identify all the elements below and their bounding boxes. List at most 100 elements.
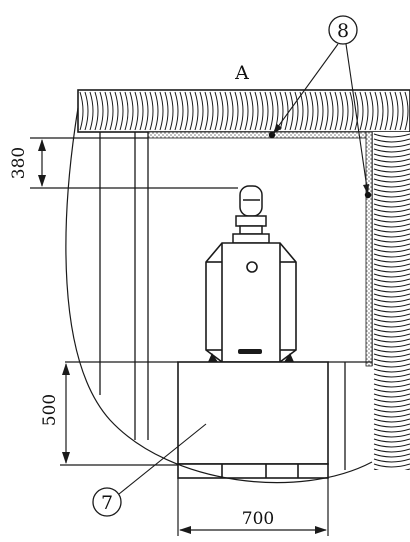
wall-hatch-stroke xyxy=(373,283,410,288)
wall-hatch-stroke xyxy=(373,423,410,428)
wall-hatch-stroke xyxy=(373,438,410,443)
wall-hatch-stroke xyxy=(279,91,284,131)
wall-hatch-stroke xyxy=(104,91,109,131)
wall-hatch-stroke xyxy=(194,91,199,131)
wall-hatch-stroke xyxy=(219,91,224,131)
wall-hatch-stroke xyxy=(179,91,184,131)
wall-hatch-stroke xyxy=(329,91,334,131)
wall-hatch-stroke xyxy=(373,458,410,463)
insulation-right xyxy=(365,131,373,367)
wall-hatch-stroke xyxy=(373,148,410,153)
wall-hatch-stroke xyxy=(373,203,410,208)
wall-hatch-stroke xyxy=(373,218,410,223)
wall-hatch-stroke xyxy=(373,313,410,318)
wall-hatch-stroke xyxy=(119,91,124,131)
wall-hatch-stroke xyxy=(373,328,410,333)
callout-8 xyxy=(271,15,369,196)
wall-hatch-stroke xyxy=(199,91,204,131)
wall-hatch-stroke xyxy=(373,303,410,308)
wall-hatch-stroke xyxy=(314,91,319,131)
wall-hatch-stroke xyxy=(349,91,354,131)
top-wall xyxy=(70,89,410,133)
wall-hatch-stroke xyxy=(373,288,410,293)
wall-hatch-stroke xyxy=(204,91,209,131)
wall-hatch-stroke xyxy=(384,91,389,131)
wall-hatch-stroke xyxy=(254,91,259,131)
insulation-top xyxy=(147,131,373,139)
wall-hatch-stroke xyxy=(373,433,410,438)
wall-hatch-stroke xyxy=(239,91,244,131)
wall-hatch-stroke xyxy=(324,91,329,131)
wall-hatch-stroke xyxy=(373,278,410,283)
wall-hatch-stroke xyxy=(373,213,410,218)
wall-hatch-stroke xyxy=(373,448,410,453)
wall-hatch-stroke xyxy=(373,268,410,273)
boiler-control-panel xyxy=(238,349,262,354)
wall-hatch-stroke xyxy=(373,463,410,468)
wall-label: A xyxy=(234,62,249,84)
wall-hatch-stroke xyxy=(373,363,410,368)
wall-hatch-stroke xyxy=(373,343,410,348)
wall-hatch-stroke xyxy=(134,91,139,131)
wall-hatch-stroke xyxy=(294,91,299,131)
wall-hatch-stroke xyxy=(373,188,410,193)
wall-hatch-stroke xyxy=(373,183,410,188)
right-wall xyxy=(371,132,410,470)
wall-hatch-stroke xyxy=(354,91,359,131)
wall-hatch-stroke xyxy=(284,91,289,131)
wall-hatch-stroke xyxy=(359,91,364,131)
wall-hatch-stroke xyxy=(373,398,410,403)
wall-hatch-stroke xyxy=(373,378,410,383)
wall-hatch-stroke xyxy=(189,91,194,131)
wall-hatch-stroke xyxy=(154,91,159,131)
wall-hatch-stroke xyxy=(184,91,189,131)
callout-7-number: 7 xyxy=(101,492,113,514)
wall-hatch-stroke xyxy=(373,443,410,448)
wall-hatch-stroke xyxy=(70,92,73,130)
wall-hatch-stroke xyxy=(373,158,410,163)
wall-hatch-stroke xyxy=(373,178,410,183)
wall-hatch-stroke xyxy=(84,91,89,131)
wall-hatch-stroke xyxy=(373,468,410,470)
wall-hatch-stroke xyxy=(269,91,274,131)
wall-hatch-stroke xyxy=(373,258,410,263)
boiler-foot-left xyxy=(208,353,218,362)
wall-hatch-stroke xyxy=(373,393,410,398)
wall-hatch-stroke xyxy=(373,243,410,248)
wall-hatch-stroke xyxy=(234,91,239,131)
dimension-700-label: 700 xyxy=(242,509,274,529)
wall-hatch-stroke xyxy=(373,388,410,393)
wall-hatch-stroke xyxy=(374,91,379,131)
wall-hatch-stroke xyxy=(373,163,410,168)
wall-hatch-stroke xyxy=(94,91,99,131)
wall-hatch-stroke xyxy=(244,91,249,131)
wall-hatch-stroke xyxy=(344,91,349,131)
wall-hatch-stroke xyxy=(289,91,294,131)
wall-hatch-stroke xyxy=(373,323,410,328)
wall-hatch-stroke xyxy=(124,91,129,131)
dimension-500 xyxy=(60,363,178,466)
wall-hatch-stroke xyxy=(373,383,410,388)
wall-hatch-stroke xyxy=(373,308,410,313)
boiler-indicator-icon xyxy=(246,261,258,273)
wall-hatch-stroke xyxy=(249,91,254,131)
wall-hatch-stroke xyxy=(373,298,410,303)
wall-hatch-stroke xyxy=(174,91,179,131)
wall-hatch-stroke xyxy=(373,318,410,323)
wall-hatch-stroke xyxy=(373,418,410,423)
wall-hatch-stroke xyxy=(399,91,404,131)
wall-hatch-stroke xyxy=(373,233,410,238)
wall-hatch-stroke xyxy=(373,428,410,433)
wall-hatch-stroke xyxy=(264,91,269,131)
wall-hatch-stroke xyxy=(373,273,410,278)
wall-hatch-stroke xyxy=(304,91,309,131)
flue-pipe xyxy=(232,185,270,244)
wall-hatch-stroke xyxy=(373,348,410,353)
wall-hatch-stroke xyxy=(373,248,410,253)
wall-hatch-stroke xyxy=(139,91,144,131)
frame-lines xyxy=(65,132,372,470)
wall-hatch-stroke xyxy=(309,91,314,131)
boiler-foot-right xyxy=(284,353,294,362)
